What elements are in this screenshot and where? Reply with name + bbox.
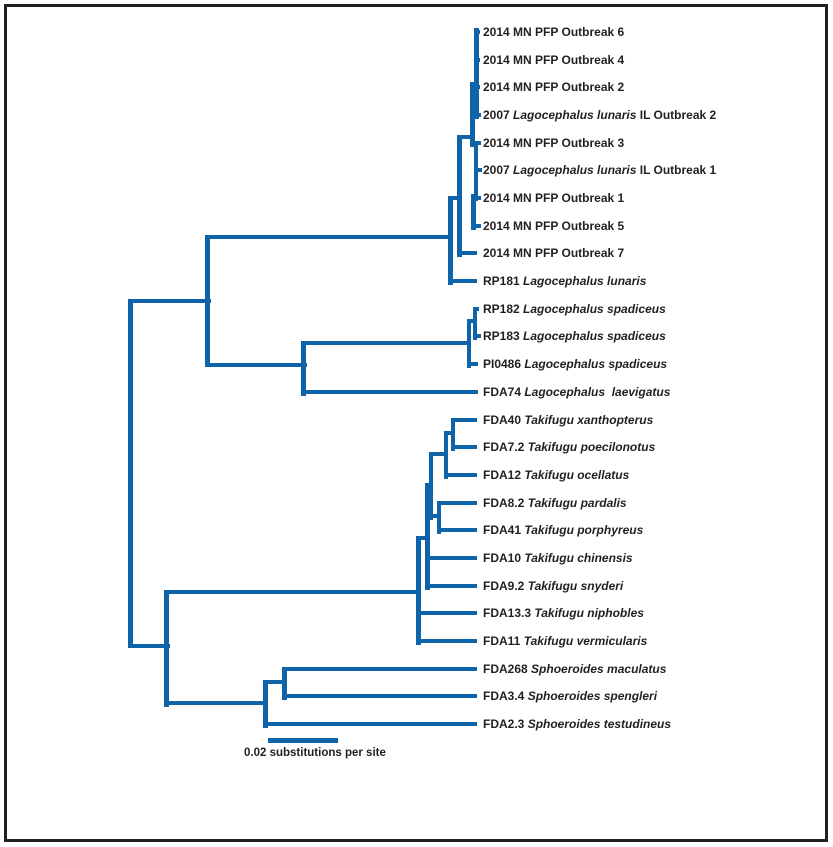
taxon-label: 2007 Lagocephalus lunaris IL Outbreak 2 [483,108,717,122]
branch-segment [476,141,481,145]
branch-segment [439,528,477,532]
taxon-label: 2014 MN PFP Outbreak 1 [483,191,625,205]
taxon-label: 2014 MN PFP Outbreak 4 [483,53,625,67]
branch-segment [446,473,477,477]
branch-segment [431,452,447,456]
taxon-label: FDA7.2 Takifugu poecilonotus [483,440,656,454]
branch-segment [265,722,477,726]
taxon-label: RP183 Lagocephalus spadiceus [483,329,666,343]
branch-segment [475,307,479,311]
branch-segment [166,701,267,705]
taxon-label: FDA11 Takifugu vermicularis [483,634,648,648]
branch-segment [205,235,210,367]
branch-segment [471,194,476,230]
branch-segment [437,501,441,534]
branch-segment [301,341,306,396]
branch-segment [470,82,475,147]
branch-segment [475,334,481,338]
taxon-label: FDA8.2 Takifugu pardalis [483,496,627,510]
branch-segment [418,639,477,643]
branch-segment [457,135,462,257]
branch-segment [473,307,477,340]
branch-segment [475,30,480,34]
branch-segment [427,556,477,560]
branch-segment [418,536,429,540]
branch-segment [453,445,477,449]
branch-segment [439,501,477,505]
taxon-label: RP182 Lagocephalus spadiceus [483,302,666,316]
branch-segment [207,235,450,239]
branch-segment [446,431,454,435]
taxon-label: FDA41 Takifugu porphyreus [483,523,644,537]
taxon-label: FDA10 Takifugu chinensis [483,551,633,565]
taxon-label: 2014 MN PFP Outbreak 2 [483,80,625,94]
taxon-label: 2014 MN PFP Outbreak 3 [483,136,625,150]
branch-segment [303,390,478,394]
branch-segment [416,536,421,645]
taxon-label: FDA40 Takifugu xanthopterus [483,413,654,427]
branch-segment [429,452,433,520]
branch-segment [130,644,170,648]
taxon-label: RP181 Lagocephalus lunaris [483,274,647,288]
scale-bar-line [268,738,338,743]
taxon-label: 2007 Lagocephalus lunaris IL Outbreak 1 [483,163,717,177]
branch-segment [427,584,477,588]
branch-segment [431,514,441,518]
taxon-label: FDA74 Lagocephalus laevigatus [483,385,671,399]
branch-segment [164,590,169,707]
branch-segment [451,418,455,451]
taxon-label: FDA9.2 Takifugu snyderi [483,579,624,593]
branch-segment [472,85,480,89]
taxon-label: PI0486 Lagocephalus spadiceus [483,357,668,371]
taxon-label: 2014 MN PFP Outbreak 5 [483,219,625,233]
branch-segment [476,196,481,200]
taxon-label: FDA12 Takifugu ocellatus [483,468,630,482]
branch-segment [450,279,477,283]
branch-segment [453,418,477,422]
branch-segment [474,28,479,119]
branch-segment [469,362,478,366]
branch-segment [450,196,460,200]
scale-bar-label: 0.02 substitutions per site [244,747,386,759]
branch-segment [448,196,453,285]
branch-segment [166,590,420,594]
branch-segment [459,135,475,139]
branch-segment [130,299,211,303]
branch-segment [207,363,307,367]
branch-segment [284,667,477,671]
taxon-label: FDA268 Sphoeroides maculatus [483,662,667,676]
branch-segment [467,319,471,368]
branch-segment [282,667,287,700]
branch-segment [476,168,482,172]
taxon-label: FDA2.3 Sphoeroides testudineus [483,717,672,731]
taxon-label: FDA13.3 Takifugu niphobles [483,606,644,620]
branch-segment [459,251,477,255]
branch-segment [128,299,133,648]
taxon-label: FDA3.4 Sphoeroides spengleri [483,689,658,703]
branch-segment [265,680,286,684]
branch-segment [469,319,476,323]
branch-segment [425,483,430,590]
branch-segment [284,694,477,698]
branch-segment [473,224,481,228]
branch-segment [444,431,448,479]
branch-segment [303,341,470,345]
taxon-label: 2014 MN PFP Outbreak 6 [483,25,625,39]
branch-segment [475,58,480,62]
taxon-label: 2014 MN PFP Outbreak 7 [483,246,625,260]
branch-segment [474,113,481,117]
branch-segment [418,611,477,615]
branch-segment [263,680,268,728]
